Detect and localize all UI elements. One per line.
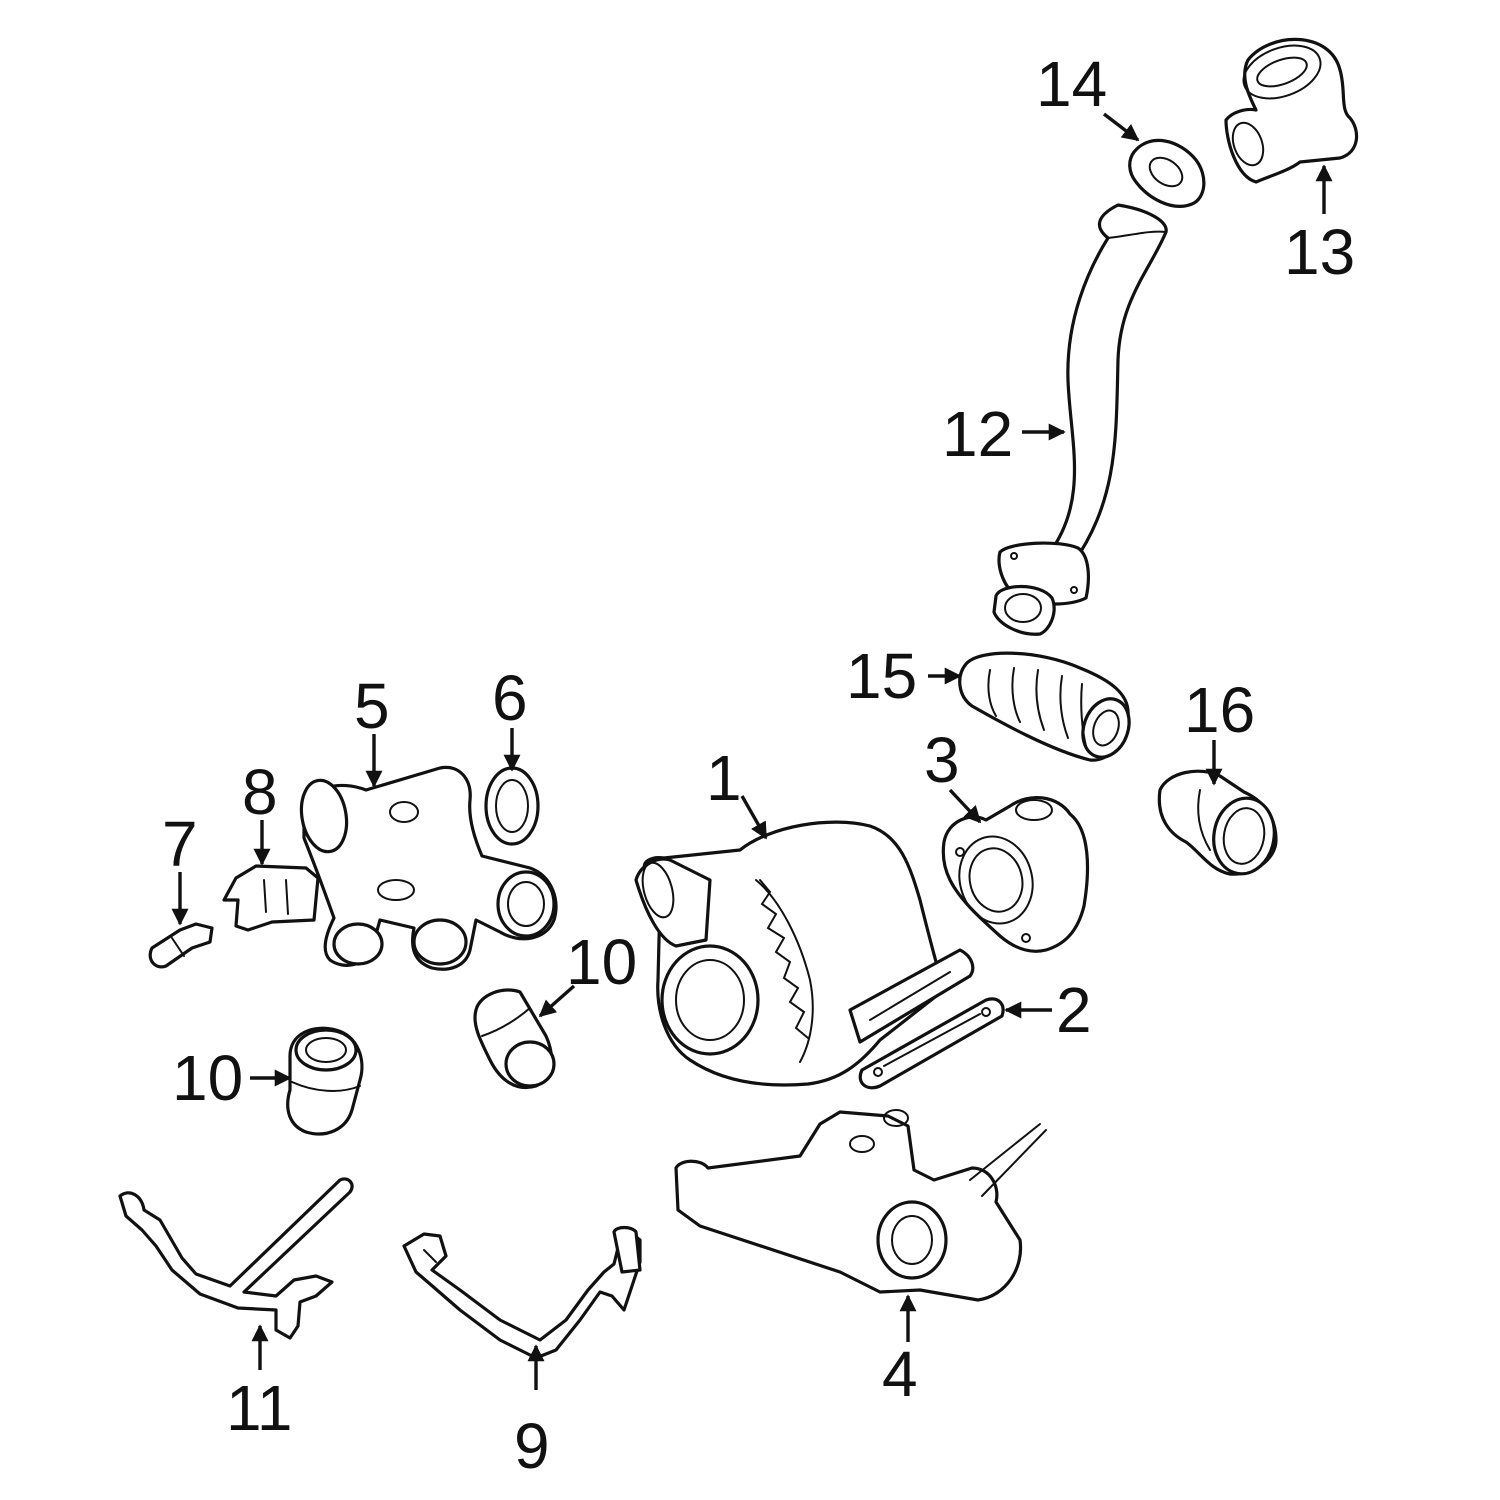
part-3-outlet bbox=[941, 796, 1090, 953]
part-2-gasket bbox=[858, 997, 1005, 1090]
part-9-harness bbox=[402, 1225, 642, 1360]
callout-13: 13 bbox=[1284, 216, 1355, 288]
callout-8: 8 bbox=[242, 756, 278, 828]
callout-16: 16 bbox=[1184, 674, 1255, 746]
part-7-sensor bbox=[148, 922, 214, 969]
part-12-up-pipe bbox=[992, 203, 1168, 636]
part-6-seal bbox=[484, 766, 540, 846]
part-11-tube bbox=[118, 1177, 354, 1340]
part-14-gasket bbox=[1128, 138, 1206, 208]
part-16-adapter bbox=[1157, 769, 1278, 876]
callout-2: 2 bbox=[1056, 974, 1092, 1046]
callout-1: 1 bbox=[706, 742, 742, 814]
callout-15: 15 bbox=[846, 640, 917, 712]
callout-10b: 10 bbox=[172, 1042, 243, 1114]
callout-10a: 10 bbox=[566, 926, 637, 998]
callout-11: 11 bbox=[226, 1372, 292, 1444]
part-10-coupler-upper bbox=[473, 988, 556, 1090]
part-4-pedestal bbox=[674, 1109, 1047, 1302]
callout-7: 7 bbox=[162, 808, 198, 880]
part-10-coupler-lower bbox=[286, 1026, 364, 1136]
part-5-manifold bbox=[299, 765, 558, 971]
callout-9: 9 bbox=[514, 1410, 550, 1482]
callout-6: 6 bbox=[492, 662, 528, 734]
callout-14: 14 bbox=[1036, 48, 1107, 120]
callout-4: 4 bbox=[882, 1338, 918, 1410]
part-15-bellows bbox=[958, 651, 1131, 762]
callout-labels: 1 2 3 4 5 6 7 8 9 10 10 11 12 13 14 15 1… bbox=[162, 48, 1355, 1482]
callout-3: 3 bbox=[924, 724, 960, 796]
part-8-bracket bbox=[222, 864, 320, 932]
part-13-elbow bbox=[1224, 37, 1359, 184]
callout-arrows bbox=[171, 112, 1333, 1390]
part-1-turbocharger bbox=[634, 820, 975, 1087]
callout-5: 5 bbox=[354, 670, 390, 742]
callout-12: 12 bbox=[942, 398, 1013, 470]
